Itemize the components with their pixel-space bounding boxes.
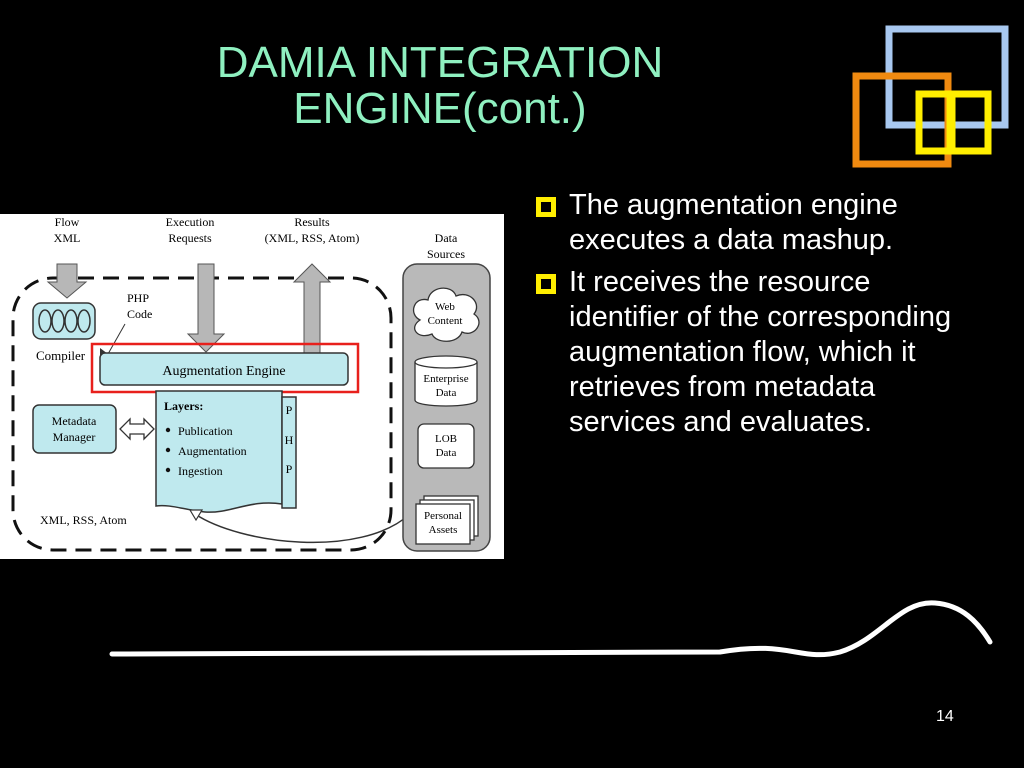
- compiler-gears-icon: [38, 309, 91, 333]
- php-letter-h: H: [285, 433, 294, 447]
- php-code-connector: [107, 323, 126, 355]
- lob-data-label-2: Data: [436, 447, 457, 459]
- page-number: 14: [936, 708, 954, 725]
- flow-xml-label-1: Flow: [55, 215, 80, 229]
- results-label-1: Results: [294, 215, 330, 229]
- ingestion-feedback-arrowhead: [188, 509, 204, 522]
- layers-document: [155, 390, 283, 513]
- bullet-text-1: The augmentation engine executes a data …: [569, 189, 898, 256]
- engine-boundary: [11, 276, 393, 552]
- layers-title: Layers:: [164, 399, 203, 413]
- deco-swoosh-line: [109, 600, 993, 658]
- php-vertical-bar: [281, 396, 297, 509]
- augmentation-engine-label: Augmentation Engine: [162, 364, 285, 379]
- lob-data-box: [417, 423, 475, 469]
- flow-xml-arrow: [46, 263, 88, 299]
- web-content-label-2: Content: [428, 315, 463, 327]
- data-sources-label-1: Data: [435, 231, 458, 245]
- metadata-manager-box: [32, 404, 117, 454]
- deco-orange-square: [852, 72, 952, 168]
- metadata-manager-label-1: Metadata: [52, 414, 97, 428]
- execution-requests-label-1: Execution: [166, 215, 215, 229]
- compiler-label: Compiler: [36, 348, 86, 363]
- layer-bullet-2: [165, 447, 171, 453]
- bullet-item-2: It receives the resource identifier of t…: [533, 265, 953, 440]
- personal-assets-label-2: Assets: [429, 524, 458, 536]
- personal-assets-documents-icon: [415, 495, 479, 545]
- architecture-diagram: Flow XML Execution Requests Results (XML…: [0, 214, 504, 559]
- web-content-cloud-icon: [412, 287, 480, 342]
- web-content-label-1: Web: [435, 301, 455, 313]
- title-line-2: ENGINE(cont.): [293, 84, 587, 133]
- layer-augmentation: Augmentation: [178, 444, 247, 458]
- php-letter-p2: P: [286, 462, 293, 476]
- ingestion-feedback-arrow: [194, 513, 411, 544]
- execution-requests-label-2: Requests: [168, 231, 212, 245]
- results-label-2: (XML, RSS, Atom): [265, 231, 360, 245]
- deco-yellow-square-left: [915, 90, 956, 155]
- php-code-label-1: PHP: [127, 291, 149, 305]
- layer-ingestion: Ingestion: [178, 464, 223, 478]
- layer-bullet-3: [165, 467, 171, 473]
- square-bullet-icon: [536, 197, 556, 217]
- bullet-item-1: The augmentation engine executes a data …: [533, 188, 953, 258]
- enterprise-data-label-2: Data: [436, 387, 457, 399]
- metadata-double-arrow: [119, 417, 155, 441]
- bullet-list: The augmentation engine executes a data …: [533, 188, 953, 447]
- data-sources-label-2: Sources: [427, 247, 465, 261]
- deco-blue-square: [885, 25, 1009, 129]
- personal-assets-label-1: Personal: [424, 510, 462, 522]
- enterprise-data-label-1: Enterprise: [423, 373, 468, 385]
- slide-title: DAMIA INTEGRATION ENGINE(cont.): [150, 40, 730, 132]
- php-letter-p1: P: [286, 403, 293, 417]
- bullet-text-2: It receives the resource identifier of t…: [569, 266, 952, 438]
- layer-bullet-1: [165, 427, 171, 433]
- formats-label: XML, RSS, Atom: [40, 513, 127, 527]
- layer-publication: Publication: [178, 424, 233, 438]
- title-line-1: DAMIA INTEGRATION: [216, 38, 664, 87]
- enterprise-data-database-icon: [414, 355, 478, 407]
- deco-yellow-square-right: [946, 90, 992, 155]
- php-code-label-2: Code: [127, 307, 152, 321]
- square-bullet-icon: [536, 274, 556, 294]
- lob-data-label-1: LOB: [435, 433, 457, 445]
- results-arrow: [292, 263, 332, 363]
- flow-xml-label-2: XML: [54, 231, 81, 245]
- metadata-manager-label-2: Manager: [53, 430, 96, 444]
- augmentation-engine-box: [99, 352, 349, 386]
